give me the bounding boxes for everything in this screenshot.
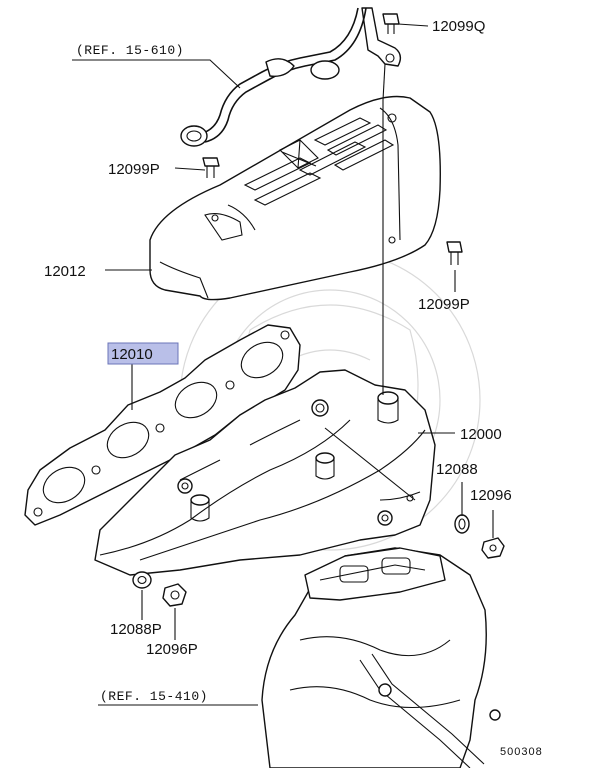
svg-text:12010: 12010 xyxy=(111,346,153,363)
label-12000[interactable]: 12000 xyxy=(460,426,502,443)
svg-text:12099P: 12099P xyxy=(418,296,470,313)
leader-lines xyxy=(72,23,494,706)
svg-text:12096P: 12096P xyxy=(146,641,198,658)
label-12010-highlight xyxy=(107,342,179,365)
bolt-12099P-left[interactable] xyxy=(202,157,220,178)
label-12088[interactable]: 12088 xyxy=(436,461,478,478)
washer-12088P[interactable] xyxy=(132,571,152,589)
label-12099Q[interactable]: 12099Q xyxy=(432,18,485,35)
label-12096P[interactable]: 12096P xyxy=(146,641,198,658)
svg-text:12096: 12096 xyxy=(470,487,512,504)
sensor-pipe xyxy=(180,7,367,147)
label-12012[interactable]: 12012 xyxy=(44,263,86,280)
gasket-12010[interactable] xyxy=(24,324,301,526)
svg-text:12000: 12000 xyxy=(460,426,502,443)
svg-text:12088: 12088 xyxy=(436,461,478,478)
label-ref-top[interactable]: (REF. 15-610) xyxy=(76,43,184,58)
bracket-and-bolt-12099Q[interactable] xyxy=(361,7,402,101)
heat-shield-12012[interactable] xyxy=(149,95,441,301)
lower-exhaust-assembly xyxy=(261,547,501,768)
heat-shield-louvres xyxy=(243,117,395,206)
svg-text:12088P: 12088P xyxy=(110,621,162,638)
svg-text:500308: 500308 xyxy=(500,746,543,758)
label-12010[interactable]: 12010 xyxy=(107,342,179,365)
nut-12096[interactable] xyxy=(481,537,505,559)
svg-text:(REF. 15-610): (REF. 15-610) xyxy=(76,43,184,58)
label-12088P[interactable]: 12088P xyxy=(110,621,162,638)
label-12099P-left[interactable]: 12099P xyxy=(108,161,160,178)
svg-text:12099Q: 12099Q xyxy=(432,18,485,35)
figure-code: 500308 xyxy=(500,746,543,758)
bolt-12099P-right[interactable] xyxy=(446,241,463,265)
nut-12096P[interactable] xyxy=(162,583,187,607)
svg-text:12099P: 12099P xyxy=(108,161,160,178)
svg-text:12012: 12012 xyxy=(44,263,86,280)
label-12099P-right[interactable]: 12099P xyxy=(418,296,470,313)
label-12096[interactable]: 12096 xyxy=(470,487,512,504)
label-ref-bottom[interactable]: (REF. 15-410) xyxy=(100,689,208,704)
svg-text:(REF. 15-410): (REF. 15-410) xyxy=(100,689,208,704)
washer-12088[interactable] xyxy=(454,514,470,534)
